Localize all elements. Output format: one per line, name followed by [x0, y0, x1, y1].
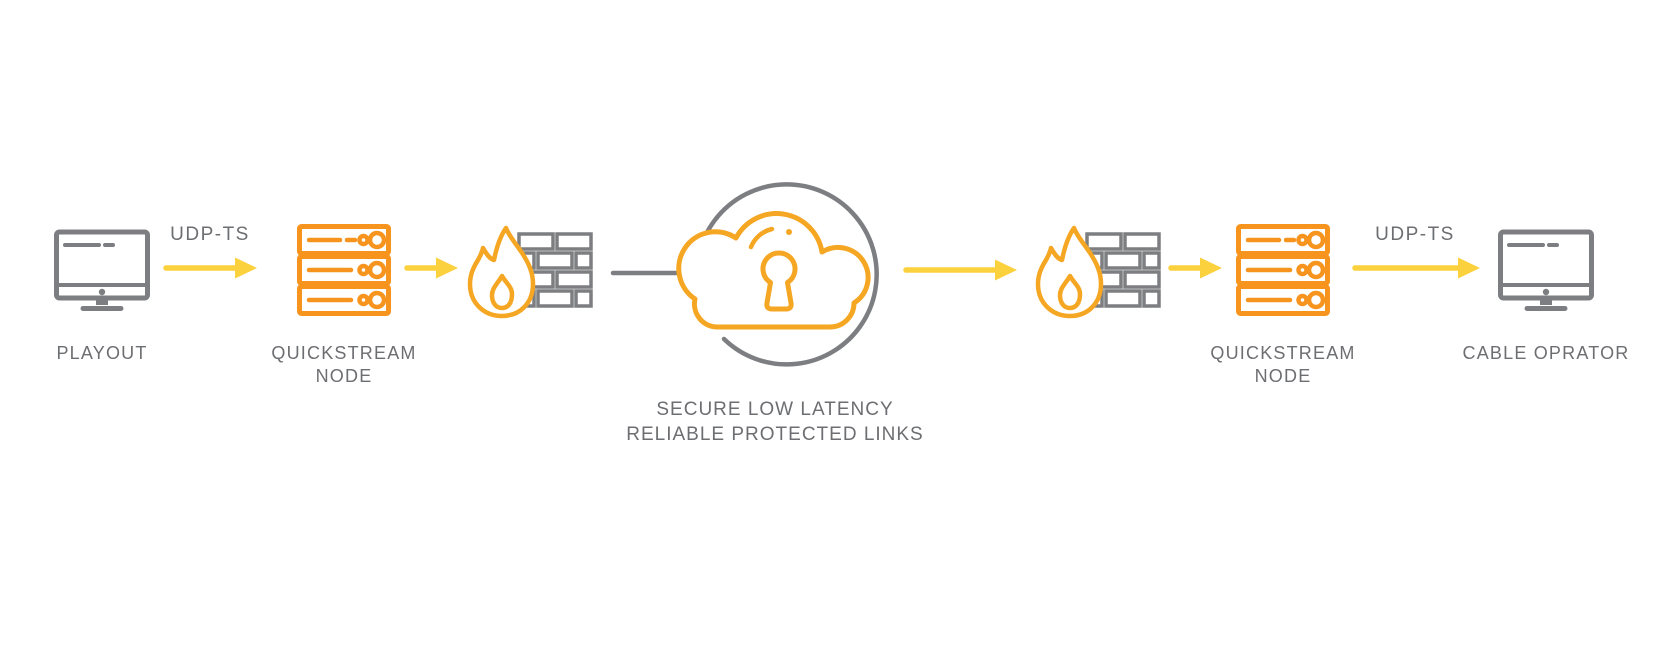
- flow-arrow-icon: [1168, 257, 1222, 279]
- desktop-monitor-icon: [1498, 229, 1594, 311]
- keyhole-icon: [760, 250, 798, 312]
- firewall-icon: [1035, 225, 1161, 319]
- quickstream-label-line1: QUICKSTREAM: [271, 343, 417, 363]
- flow-arrow-icon: [163, 257, 257, 279]
- flame-icon: [1035, 225, 1104, 319]
- quickstream-node-label-right: QUICKSTREAM NODE: [1193, 342, 1373, 388]
- playout-label: PLAYOUT: [56, 343, 148, 363]
- flow-arrow-icon: [404, 257, 458, 279]
- caption-line1: SECURE LOW LATENCY: [656, 399, 894, 420]
- cable-operator-label: CABLE OPRATOR: [1462, 343, 1630, 363]
- quickstream-label-line1: QUICKSTREAM: [1210, 343, 1356, 363]
- brand-logo-dot: [98, 288, 106, 296]
- cloud-shine-dot: [786, 229, 792, 235]
- secure-links-caption: SECURE LOW LATENCY RELIABLE PROTECTED LIN…: [575, 397, 975, 447]
- flow-arrow-icon: [903, 259, 1017, 281]
- quickstream-label-line2: NODE: [1254, 366, 1312, 386]
- firewall-icon: [467, 225, 593, 319]
- udp-ts-label-right: UDP-TS: [1375, 224, 1455, 245]
- desktop-monitor-icon: [54, 229, 150, 311]
- quickstream-label-line2: NODE: [315, 366, 373, 386]
- cloud-keyhole-icon: [610, 182, 879, 367]
- server-rack-icon: [1236, 224, 1330, 316]
- cloud-shine: [748, 226, 775, 250]
- flame-icon: [467, 225, 536, 319]
- quickstream-node-label-left: QUICKSTREAM NODE: [254, 342, 434, 388]
- flow-arrow-icon: [1352, 257, 1480, 279]
- udp-ts-label-left: UDP-TS: [170, 224, 250, 245]
- server-rack-icon: [297, 224, 391, 316]
- caption-line2: RELIABLE PROTECTED LINKS: [626, 424, 924, 445]
- brand-logo-dot: [1542, 288, 1550, 296]
